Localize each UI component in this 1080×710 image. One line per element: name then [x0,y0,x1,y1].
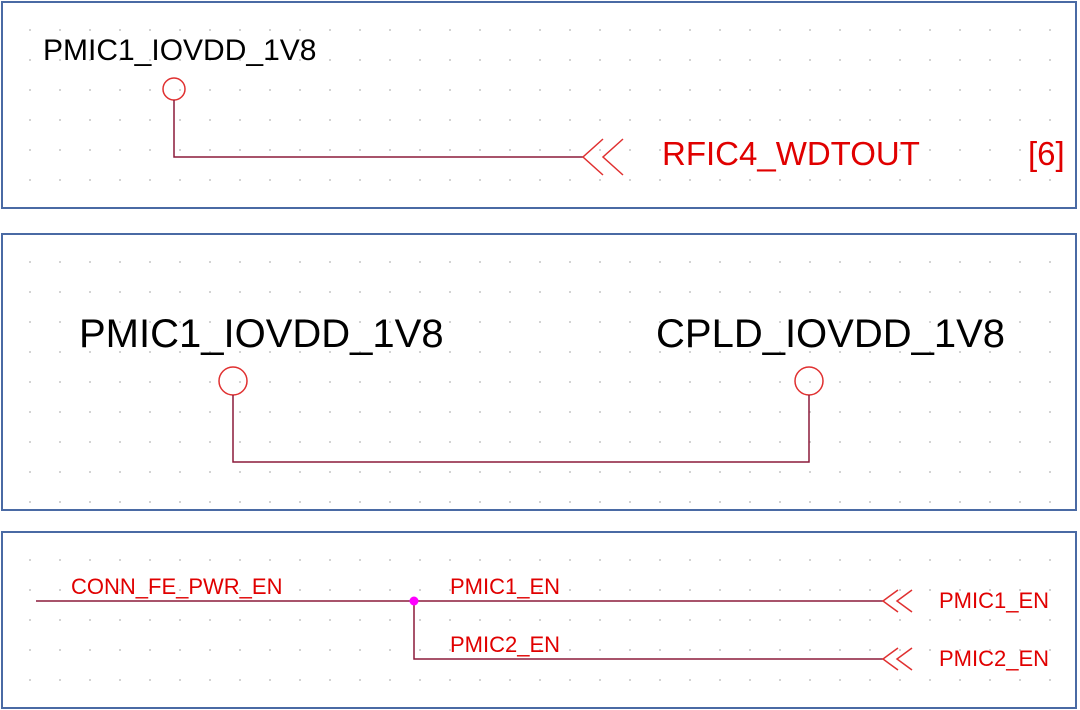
power-net-label-right[interactable]: CPLD_IOVDD_1V8 [656,312,1005,356]
offpage-connector-icon[interactable] [881,589,899,613]
panel-3-drawing: CONN_FE_PWR_EN PMIC1_EN PMIC2_EN PMIC1_E… [36,574,1049,671]
net-label-branch2[interactable]: PMIC2_EN [450,632,560,657]
panel-2-drawing: PMIC1_IOVDD_1V8 CPLD_IOVDD_1V8 [79,312,1005,463]
junction-dot[interactable] [409,596,419,606]
schematic-panel-2: PMIC1_IOVDD_1V8 CPLD_IOVDD_1V8 [1,233,1077,511]
schematic-panel-3: CONN_FE_PWR_EN PMIC1_EN PMIC2_EN PMIC1_E… [1,531,1077,709]
offpage-connector-icon-inner [895,589,913,613]
power-port-symbol-left[interactable] [218,366,248,396]
power-port-symbol[interactable] [162,77,186,101]
wire[interactable] [173,100,583,158]
net-label-branch1[interactable]: PMIC1_EN [450,574,560,599]
wire[interactable] [232,395,810,463]
net-label-source[interactable]: CONN_FE_PWR_EN [71,574,282,599]
power-port-symbol-right[interactable] [794,366,824,396]
power-net-label-left[interactable]: PMIC1_IOVDD_1V8 [79,312,444,356]
schematic-panel-1: PMIC1_IOVDD_1V8 RFIC4_WDTOUT [6] [1,1,1077,209]
offpage-connector-icon[interactable] [581,138,604,176]
offpage-connector-icon[interactable] [881,647,899,671]
offpage-net-label[interactable]: RFIC4_WDTOUT [662,135,920,172]
power-net-label[interactable]: PMIC1_IOVDD_1V8 [43,34,316,67]
panel-1-drawing: PMIC1_IOVDD_1V8 RFIC4_WDTOUT [6] [43,34,1065,176]
sheet-reference[interactable]: [6] [1028,135,1065,172]
offpage-net-label-2[interactable]: PMIC2_EN [939,646,1049,671]
wire-branch[interactable] [413,601,883,660]
offpage-connector-icon-inner [601,138,624,176]
offpage-connector-icon-inner [895,647,913,671]
offpage-net-label-1[interactable]: PMIC1_EN [939,588,1049,613]
